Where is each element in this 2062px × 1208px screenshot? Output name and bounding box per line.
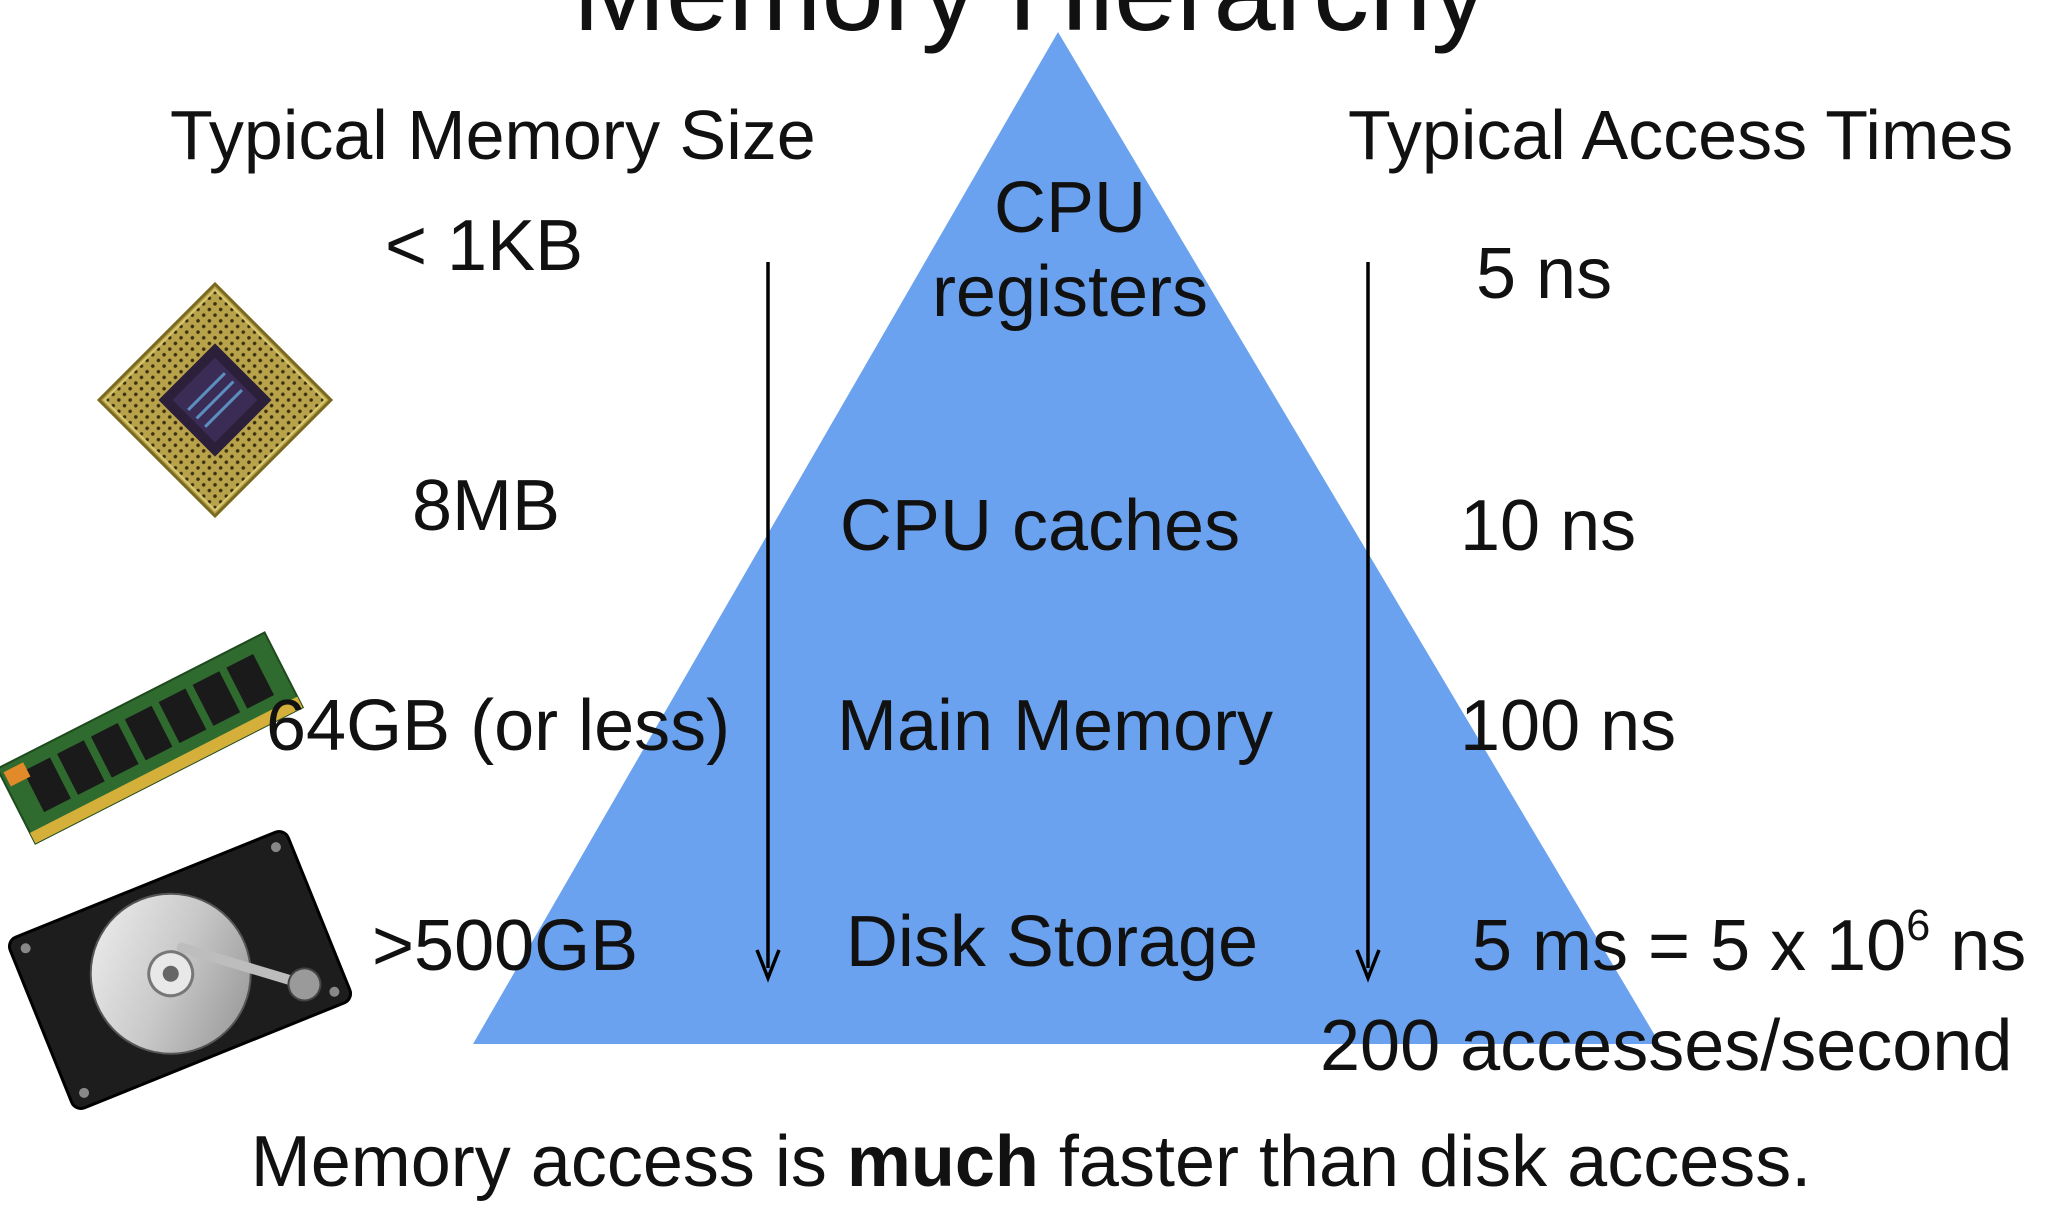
size-cpu-registers: < 1KB <box>385 206 584 286</box>
time-column-heading: Typical Access Times <box>1348 96 2014 174</box>
level-name-disk-storage: Disk Storage <box>845 902 1259 982</box>
ram-stick-icon <box>0 631 305 845</box>
level-name-line2: registers <box>931 252 1209 332</box>
level-name-line1: CPU <box>993 168 1146 248</box>
time-disk-prefix: 5 ms = 5 x 10 <box>1472 906 1907 986</box>
time-disk-exponent: 6 <box>1906 901 1931 950</box>
page-title: Memory Hierarchy <box>573 0 1488 48</box>
hard-drive-icon <box>7 830 353 1110</box>
level-name-cpu-caches: CPU caches <box>839 486 1241 566</box>
footer-emphasis: much <box>846 1122 1039 1202</box>
time-disk-storage: 5 ms = 5 x 106 ns <box>1472 904 2026 982</box>
size-column-heading: Typical Memory Size <box>170 96 816 174</box>
footer-text-before: Memory access is <box>250 1122 847 1202</box>
level-name-main-memory: Main Memory <box>836 686 1274 766</box>
size-disk-storage: >500GB <box>372 906 639 986</box>
footer-statement: Memory access is much faster than disk a… <box>251 1126 1812 1198</box>
time-cpu-caches: 10 ns <box>1460 486 1637 566</box>
time-disk-suffix: ns <box>1930 906 2027 986</box>
time-main-memory: 100 ns <box>1460 686 1677 766</box>
size-cpu-caches: 8MB <box>412 466 561 546</box>
size-main-memory: 64GB (or less) <box>266 686 731 766</box>
time-cpu-registers: 5 ns <box>1476 234 1613 314</box>
footer-text-after: faster than disk access. <box>1038 1122 1812 1202</box>
level-name-cpu-registers: CPU registers <box>932 166 1208 334</box>
size-direction-arrow <box>755 262 781 983</box>
disk-throughput: 200 accesses/second <box>1320 1006 2013 1086</box>
time-direction-arrow <box>1355 262 1381 983</box>
cpu-chip-icon <box>96 281 334 519</box>
